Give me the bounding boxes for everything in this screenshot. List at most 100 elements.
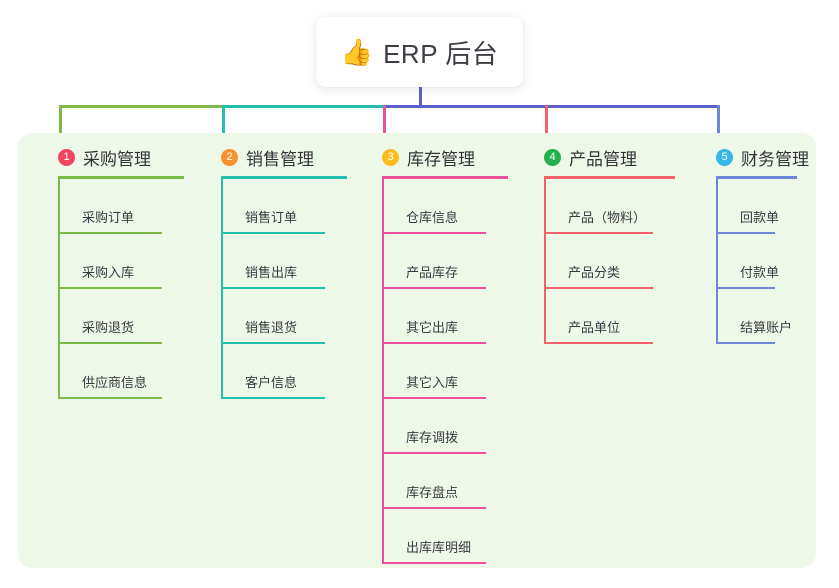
column-title: 采购管理: [83, 149, 151, 169]
list-item-label: 结算账户: [740, 320, 793, 335]
column-2: 2 销售管理销售订单销售出库销售退货客户信息: [201, 144, 361, 399]
list-item-label: 销售订单: [245, 210, 298, 225]
list-item[interactable]: 库存盘点: [384, 454, 522, 509]
column-title: 销售管理: [246, 149, 314, 169]
list-item-label: 产品（物料）: [568, 210, 647, 225]
number-badge-icon: 4: [544, 148, 561, 166]
column-branch-spine: 采购订单采购入库采购退货供应商信息: [58, 179, 198, 399]
list-item-rule: [384, 507, 486, 509]
column-header-rule: [221, 176, 347, 179]
list-item-rule: [384, 287, 486, 289]
branch-drop-2: [222, 105, 225, 136]
root-stem: [419, 87, 422, 107]
list-item[interactable]: 销售出库: [223, 234, 361, 289]
list-item-rule: [546, 287, 653, 289]
list-item[interactable]: 产品（物料）: [546, 179, 689, 234]
list-item[interactable]: 仓库信息: [384, 179, 522, 234]
list-item-label: 付款单: [740, 265, 780, 280]
column-header-4[interactable]: 4 产品管理: [524, 144, 689, 170]
list-item-rule: [60, 342, 162, 344]
column-header-rule: [544, 176, 675, 179]
list-item[interactable]: 销售退货: [223, 289, 361, 344]
column-branch-spine: 销售订单销售出库销售退货客户信息: [221, 179, 361, 399]
list-item-label: 回款单: [740, 210, 780, 225]
list-item-label: 库存盘点: [406, 485, 459, 500]
column-1: 1 采购管理采购订单采购入库采购退货供应商信息: [38, 144, 198, 399]
busbar-segment: [59, 105, 225, 108]
list-item[interactable]: 回款单: [718, 179, 811, 234]
list-item-label: 销售出库: [245, 265, 298, 280]
number-badge-icon: 1: [58, 148, 75, 166]
list-item-rule: [546, 232, 653, 234]
list-item[interactable]: 产品单位: [546, 289, 689, 344]
busbar-segment: [545, 105, 720, 108]
list-item[interactable]: 产品分类: [546, 234, 689, 289]
list-item-rule: [718, 232, 775, 234]
column-4: 4 产品管理产品（物料） 产品分类产品单位: [524, 144, 689, 344]
list-item[interactable]: 付款单: [718, 234, 811, 289]
column-header-1[interactable]: 1 采购管理: [38, 144, 198, 170]
number-badge-icon: 2: [221, 148, 238, 166]
number-badge-icon: 3: [382, 148, 399, 166]
busbar-segment: [383, 105, 548, 108]
list-item[interactable]: 销售订单: [223, 179, 361, 234]
column-title: 库存管理: [407, 149, 475, 169]
list-item[interactable]: 客户信息: [223, 344, 361, 399]
list-item-rule: [384, 452, 486, 454]
branch-drop-4: [545, 105, 548, 136]
list-item-rule: [384, 232, 486, 234]
list-item[interactable]: 供应商信息: [60, 344, 198, 399]
list-item-label: 产品分类: [568, 265, 621, 280]
list-item[interactable]: 采购入库: [60, 234, 198, 289]
list-item-label: 产品单位: [568, 320, 621, 335]
list-item-label: 仓库信息: [406, 210, 459, 225]
diagram-panel: [18, 133, 816, 568]
list-item-rule: [384, 342, 486, 344]
list-item[interactable]: 采购订单: [60, 179, 198, 234]
column-header-5[interactable]: 5 财务管理: [696, 144, 811, 170]
list-item[interactable]: 库存调拨: [384, 399, 522, 454]
column-branch-spine: 回款单付款单结算账户: [716, 179, 811, 344]
list-item[interactable]: 出库库明细: [384, 509, 522, 564]
list-item-label: 采购退货: [82, 320, 135, 335]
root-title: ERP 后台: [383, 38, 499, 69]
list-item-label: 其它入库: [406, 375, 459, 390]
thumbs-up-icon: 👍: [340, 37, 374, 67]
list-item[interactable]: 采购退货: [60, 289, 198, 344]
list-item[interactable]: 结算账户: [718, 289, 811, 344]
list-item-label: 出库库明细: [406, 540, 472, 555]
list-item-rule: [546, 342, 653, 344]
root-node[interactable]: 👍 ERP 后台: [316, 17, 523, 87]
list-item-label: 采购入库: [82, 265, 135, 280]
list-item-rule: [718, 342, 775, 344]
column-header-2[interactable]: 2 销售管理: [201, 144, 361, 170]
list-item-rule: [384, 562, 486, 564]
list-item-rule: [60, 397, 162, 399]
list-item-rule: [223, 397, 325, 399]
column-title: 财务管理: [741, 149, 809, 169]
column-header-rule: [716, 176, 797, 179]
list-item[interactable]: 产品库存: [384, 234, 522, 289]
list-item[interactable]: 其它入库: [384, 344, 522, 399]
list-item-label: 产品库存: [406, 265, 459, 280]
list-item-rule: [223, 342, 325, 344]
list-item-rule: [384, 397, 486, 399]
list-item-label: 采购订单: [82, 210, 135, 225]
list-item-rule: [60, 287, 162, 289]
column-5: 5 财务管理回款单付款单结算账户: [696, 144, 811, 344]
list-item-label: 库存调拨: [406, 430, 459, 445]
column-title: 产品管理: [569, 149, 637, 169]
list-item[interactable]: 其它出库: [384, 289, 522, 344]
column-3: 3 库存管理仓库信息产品库存其它出库其它入库库存调拨库存盘点出库库明细: [362, 144, 522, 564]
list-item-label: 客户信息: [245, 375, 298, 390]
list-item-label: 销售退货: [245, 320, 298, 335]
list-item-rule: [60, 232, 162, 234]
column-header-3[interactable]: 3 库存管理: [362, 144, 522, 170]
list-item-label: 其它出库: [406, 320, 459, 335]
column-header-rule: [58, 176, 184, 179]
number-badge-icon: 5: [716, 148, 733, 166]
column-header-rule: [382, 176, 508, 179]
list-item-rule: [223, 287, 325, 289]
column-branch-spine: 产品（物料） 产品分类产品单位: [544, 179, 689, 344]
list-item-rule: [223, 232, 325, 234]
